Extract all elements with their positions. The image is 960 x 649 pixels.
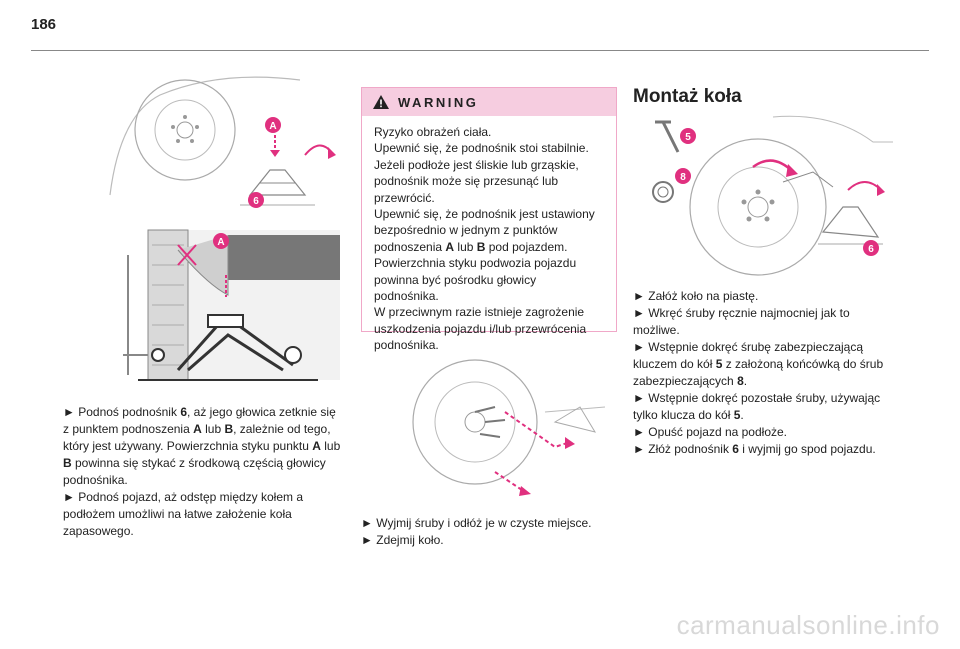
instruction-fold-jack: ► Złóż podnośnik 6 i wyjmij go spod poja… bbox=[633, 442, 876, 456]
callout-6: 6 bbox=[253, 196, 259, 207]
callout-6: 6 bbox=[868, 244, 874, 255]
instruction-lower-vehicle: ► Opuść pojazd na podłoże. bbox=[633, 425, 787, 439]
instruction-remove-wheel: ► Zdejmij koło. bbox=[361, 533, 444, 547]
instruction-raise-jack: ► Podnoś podnośnik 6, aż jego głowica ze… bbox=[63, 405, 341, 487]
warning-triangle-icon bbox=[373, 95, 389, 109]
warning-line: Upewnić się, że podnośnik jest ustawiony… bbox=[374, 207, 595, 254]
instruction-fit-wheel: ► Załóż koło na piastę. bbox=[633, 289, 759, 303]
watermark: carmanualsonline.info bbox=[676, 610, 940, 640]
callout-8: 8 bbox=[680, 172, 686, 183]
callout-5: 5 bbox=[685, 132, 691, 143]
right-column-text: ► Załóż koło na piastę. ► Wkręć śruby rę… bbox=[633, 288, 893, 458]
figure-jack-under-sill: A bbox=[123, 229, 340, 381]
header-divider bbox=[31, 50, 929, 51]
instruction-remove-bolts: ► Wyjmij śruby i odłóż je w czyste miejs… bbox=[361, 516, 592, 530]
instruction-screw-bolts: ► Wkręć śruby ręcznie najmocniej jak to … bbox=[633, 306, 850, 337]
instruction-tighten-other-bolts: ► Wstępnie dokręć pozostałe śruby, używa… bbox=[633, 391, 881, 422]
section-title: Montaż koła bbox=[633, 86, 742, 107]
figure-remove-wheel bbox=[412, 359, 605, 496]
warning-line: Upewnić się, że podnośnik stoi stabilnie… bbox=[374, 141, 589, 156]
instruction-tighten-security-bolt: ► Wstępnie dokręć śrubę zabezpieczającą … bbox=[633, 340, 884, 388]
warning-line: Powierzchnia styku podwozia pojazdu powi… bbox=[374, 256, 577, 304]
warning-line: W przeciwnym razie istnieje zagrożenie u… bbox=[374, 305, 587, 353]
page-number: 186 bbox=[31, 16, 57, 33]
figure-jack-position: A 6 bbox=[109, 76, 336, 208]
warning-line: Ryzyko obrażeń ciała. bbox=[374, 125, 492, 139]
middle-column-text: ► Wyjmij śruby i odłóż je w czyste miejs… bbox=[361, 515, 615, 549]
warning-header: WARNING bbox=[362, 88, 616, 116]
warning-body: Ryzyko obrażeń ciała. Upewnić się, że po… bbox=[362, 116, 616, 362]
left-column-text: ► Podnoś podnośnik 6, aż jego głowica ze… bbox=[63, 404, 345, 540]
figure-fit-wheel: 5 8 6 bbox=[652, 115, 893, 276]
callout-a: A bbox=[269, 121, 276, 132]
instruction-raise-vehicle: ► Podnoś pojazd, aż odstęp między kołem … bbox=[63, 490, 304, 538]
callout-a: A bbox=[217, 237, 224, 248]
warning-title: WARNING bbox=[398, 94, 479, 110]
warning-box: WARNING Ryzyko obrażeń ciała. Upewnić si… bbox=[361, 87, 617, 352]
warning-line: Jeżeli podłoże jest śliskie lub grząskie… bbox=[374, 157, 579, 205]
